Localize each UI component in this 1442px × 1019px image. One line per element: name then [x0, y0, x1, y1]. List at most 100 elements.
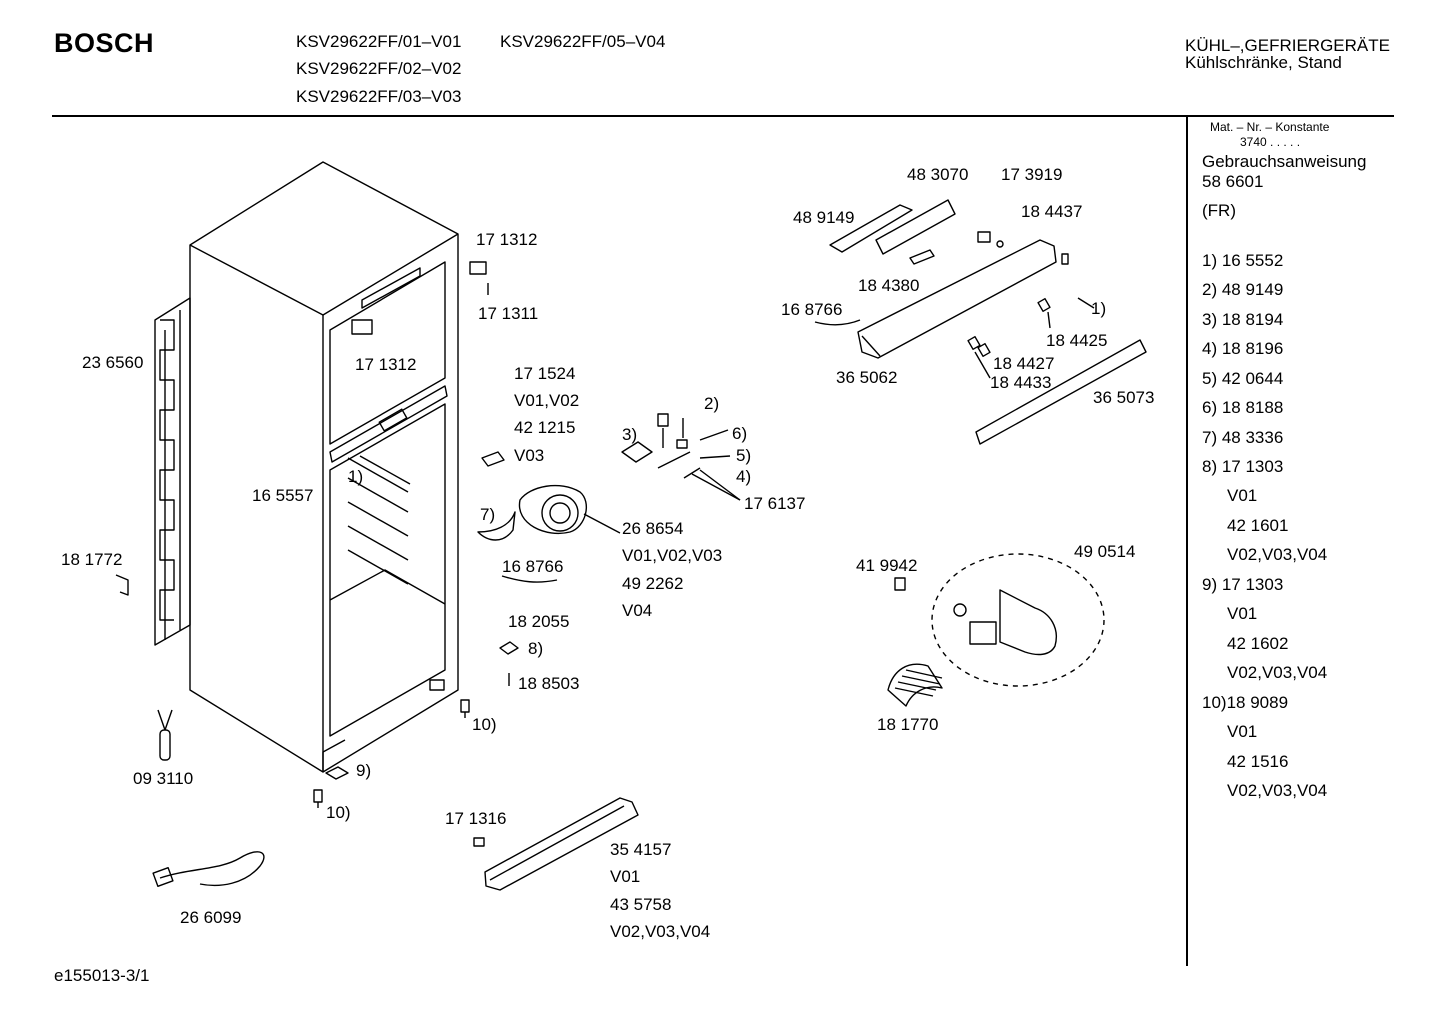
part-label: 43 5758: [610, 895, 672, 914]
leader-line: [583, 513, 621, 534]
part-label: V04: [622, 601, 653, 620]
category-title: KÜHL–,GEFRIERGERÄTE: [1185, 36, 1390, 55]
sidebar-item: 1) 16 5552: [1202, 251, 1284, 270]
manual-language: (FR): [1202, 201, 1236, 220]
part-label: V01,V02: [514, 391, 580, 410]
door-handle: [473, 797, 639, 891]
fan-assembly: [894, 553, 1105, 687]
screw: [313, 789, 323, 808]
part-label: 16 8766: [502, 557, 564, 576]
part-label: 36 5073: [1093, 388, 1155, 407]
sidebar-item: V01: [1227, 722, 1258, 741]
sidebar-item: 6) 18 8188: [1202, 398, 1284, 417]
part-label: V01,V02,V03: [622, 546, 723, 565]
part-label: V03: [514, 446, 545, 465]
manual-label: Gebrauchsanweisung: [1202, 152, 1367, 171]
part-label: 18 4425: [1046, 331, 1108, 350]
sidebar-item: 10)18 9089: [1202, 693, 1289, 712]
part-label: 8): [528, 639, 544, 658]
part-label: 1): [348, 467, 364, 486]
part-label: 6): [732, 424, 748, 443]
model-number: KSV29622FF/01–V01: [296, 32, 462, 51]
part-label: 35 4157: [610, 840, 672, 859]
sidebar-divider: [1186, 116, 1188, 966]
sidebar-item: 42 1602: [1227, 634, 1289, 653]
part-label: 18 4380: [858, 276, 920, 295]
hinge-parts: [469, 261, 489, 295]
part-label: 7): [480, 505, 496, 524]
part-label: 17 1312: [355, 355, 417, 374]
part-label: 10): [472, 715, 497, 734]
manual-number: 58 6601: [1202, 172, 1264, 191]
lamp-cable: [157, 709, 173, 761]
part-label: 18 4437: [1021, 202, 1083, 221]
control-electronics: [814, 199, 1147, 445]
part-label: 17 1312: [476, 230, 538, 249]
part-label: 3): [622, 425, 638, 444]
part-label: 49 0514: [1074, 542, 1136, 561]
sidebar-item: V02,V03,V04: [1227, 545, 1328, 564]
part-label: 36 5062: [836, 368, 898, 387]
screw: [460, 699, 470, 718]
fan-cover: [477, 484, 588, 541]
part-label: 18 8503: [518, 674, 580, 693]
part-label: 26 6099: [180, 908, 242, 927]
part-label: 18 2055: [508, 612, 570, 631]
part-label: 23 6560: [82, 353, 144, 372]
part-label: 10): [326, 803, 351, 822]
part-label: 48 9149: [793, 208, 855, 227]
cable: [501, 575, 558, 583]
sidebar-item: V02,V03,V04: [1227, 781, 1328, 800]
mat-label: Mat. – Nr. – Konstante: [1210, 120, 1330, 134]
part-label: 17 1311: [478, 304, 539, 323]
brand-logo: BOSCH: [54, 28, 155, 58]
clip: [325, 766, 349, 780]
part-label: V01: [610, 867, 641, 886]
part-label: 18 1772: [61, 550, 123, 569]
part-label: 18 1770: [877, 715, 939, 734]
condenser-coil: [154, 297, 191, 646]
thermostat-parts: [621, 413, 741, 501]
part-label: 1): [1091, 299, 1107, 318]
sidebar-item: 9) 17 1303: [1202, 575, 1284, 594]
part-label: 49 2262: [622, 574, 684, 593]
sidebar-item: 8) 17 1303: [1202, 457, 1284, 476]
part-label: 17 1524: [514, 364, 576, 383]
part-label: 5): [736, 446, 752, 465]
clip: [499, 641, 519, 655]
grille: [887, 663, 943, 707]
part-label: 41 9942: [856, 556, 918, 575]
sidebar-item: V02,V03,V04: [1227, 663, 1328, 682]
part-label: 16 8766: [781, 300, 843, 319]
drawing-id: e155013-3/1: [54, 966, 150, 985]
model-number: KSV29622FF/05–V04: [500, 32, 666, 51]
model-number: KSV29622FF/03–V03: [296, 87, 462, 106]
sidebar-item: 3) 18 8194: [1202, 310, 1284, 329]
part-label: 48 3070: [907, 165, 969, 184]
part-label: 17 3919: [1001, 165, 1063, 184]
part-label: V02,V03,V04: [610, 922, 711, 941]
power-cord: [152, 851, 265, 888]
sidebar-item: 4) 18 8196: [1202, 339, 1284, 358]
part-label: 18 4433: [990, 373, 1052, 392]
part-label: 42 1215: [514, 418, 576, 437]
part-label: 17 6137: [744, 494, 806, 513]
connector: [481, 451, 505, 467]
mat-value: 3740 . . . . .: [1240, 135, 1301, 149]
refrigerator-cabinet: [189, 161, 459, 773]
sidebar-item: V01: [1227, 486, 1258, 505]
category-subtitle: Kühlschränke, Stand: [1185, 53, 1342, 72]
part-label: 4): [736, 467, 752, 486]
sidebar-item: 5) 42 0644: [1202, 369, 1284, 388]
part-label: 2): [704, 394, 720, 413]
part-label: 9): [356, 761, 372, 780]
sidebar-item: V01: [1227, 604, 1258, 623]
model-number: KSV29622FF/02–V02: [296, 59, 462, 78]
sidebar-item: 42 1516: [1227, 752, 1289, 771]
part-label: 18 4427: [993, 354, 1055, 373]
sidebar-item: 42 1601: [1227, 516, 1289, 535]
part-label: 26 8654: [622, 519, 684, 538]
header-divider: [52, 115, 1394, 117]
part-label: 17 1316: [445, 809, 507, 828]
